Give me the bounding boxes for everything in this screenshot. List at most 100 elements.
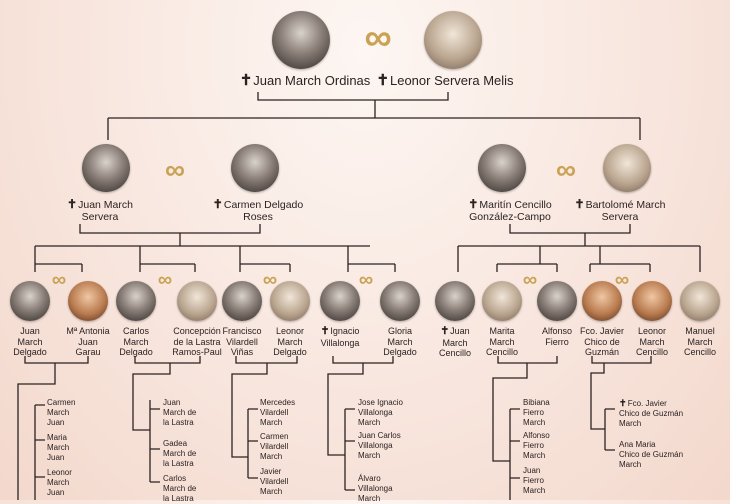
photo-maritin-cencillo — [478, 144, 526, 192]
name-line: Vilardell — [226, 336, 258, 347]
name-line: Juan — [450, 326, 470, 336]
name-line: González-Campo — [469, 211, 551, 223]
photo-person — [582, 281, 622, 321]
photo-juan-march-servera — [82, 144, 130, 192]
name-line: Servera — [81, 211, 119, 223]
name-line: Gloria — [387, 326, 412, 336]
name-line: Ignacio — [330, 326, 360, 336]
name-line: Carmen Delgado — [223, 199, 304, 211]
name-line: Alfonso — [541, 326, 573, 336]
wedding-rings-icon: ∞ — [165, 154, 185, 185]
name-line: March — [123, 336, 149, 347]
name-text: Leonor Servera Melis — [389, 73, 514, 88]
name-line: Fco. Javier — [579, 326, 625, 336]
name-line: Villalonga — [358, 408, 393, 417]
name-line: Chico de — [584, 336, 620, 347]
name-line: Roses — [243, 211, 273, 223]
wedding-rings-icon: ∞ — [556, 154, 576, 185]
name-line: Maria — [47, 433, 68, 442]
photo-person — [222, 281, 262, 321]
name-line: March — [442, 337, 468, 348]
name-line: la Lastra — [163, 418, 194, 427]
name-line: Gadea — [163, 439, 188, 448]
name-line: Chico de Guzmán — [619, 409, 684, 418]
name-line: Carmen — [260, 432, 289, 441]
name-line: Vilardell — [260, 408, 289, 417]
photo-person — [482, 281, 522, 321]
name-line: Carlos — [163, 474, 187, 483]
name-line: Fierro — [545, 336, 569, 347]
name-line: Juan — [523, 466, 541, 475]
name-line: March — [523, 418, 546, 427]
name-line: Alfonso — [523, 431, 550, 440]
name-line: March — [523, 451, 546, 460]
name-line: Cencillo — [438, 348, 472, 358]
name-line: Carlos — [122, 326, 149, 336]
name-line: March — [47, 443, 70, 452]
name-line: Villalonga — [358, 484, 393, 493]
cross-icon: ✝ — [574, 197, 585, 211]
name-line: March — [489, 336, 515, 347]
name-line: March — [358, 418, 381, 427]
name-line: Marita — [489, 326, 515, 336]
name-line: Delgado — [119, 347, 153, 357]
name-line: la Lastra — [163, 494, 194, 503]
photo-person — [10, 281, 50, 321]
name-line: Chico de Guzmán — [619, 450, 684, 459]
photo-person — [380, 281, 420, 321]
name-line: Mª Antonia — [66, 326, 110, 336]
cross-icon: ✝ — [468, 197, 479, 211]
name-line: Fierro — [523, 408, 544, 417]
photo-carmen-delgado-roses — [231, 144, 279, 192]
name-line: March — [260, 418, 283, 427]
name-text: Juan March Ordinas — [253, 73, 371, 88]
name-line: Delgado — [383, 347, 417, 357]
cross-icon: ✝ — [239, 72, 253, 89]
name-line: March — [687, 336, 713, 347]
wedding-rings-icon: ∞ — [262, 269, 278, 291]
name-line: Cencillo — [635, 347, 669, 357]
name-line: March de — [163, 408, 197, 417]
name-line: March — [639, 336, 665, 347]
name-line: Fierro — [523, 476, 544, 485]
name-line: Servera — [601, 211, 639, 223]
name-line: Viñas — [230, 347, 254, 357]
photo-person — [537, 281, 577, 321]
name-line: Cencillo — [485, 347, 519, 357]
name-line: Juan — [47, 453, 65, 462]
wedding-rings-icon: ∞ — [157, 269, 173, 291]
name-line: Maritín Cencillo — [479, 199, 552, 211]
name-line: Mercedes — [260, 398, 296, 407]
name-line: Juan — [78, 336, 98, 347]
wedding-rings-icon: ∞ — [614, 269, 630, 291]
name-line: Delgado — [273, 347, 307, 357]
name-line: Concepción — [173, 326, 221, 336]
name-line: la Lastra — [163, 459, 194, 468]
cross-icon: ✝ — [440, 326, 450, 337]
name-line: Guzmán — [584, 347, 620, 357]
cross-icon: ✝ — [619, 398, 627, 408]
wedding-rings-icon: ∞ — [51, 269, 67, 291]
name-line: Juan — [47, 418, 65, 427]
name-line: March — [47, 478, 70, 487]
